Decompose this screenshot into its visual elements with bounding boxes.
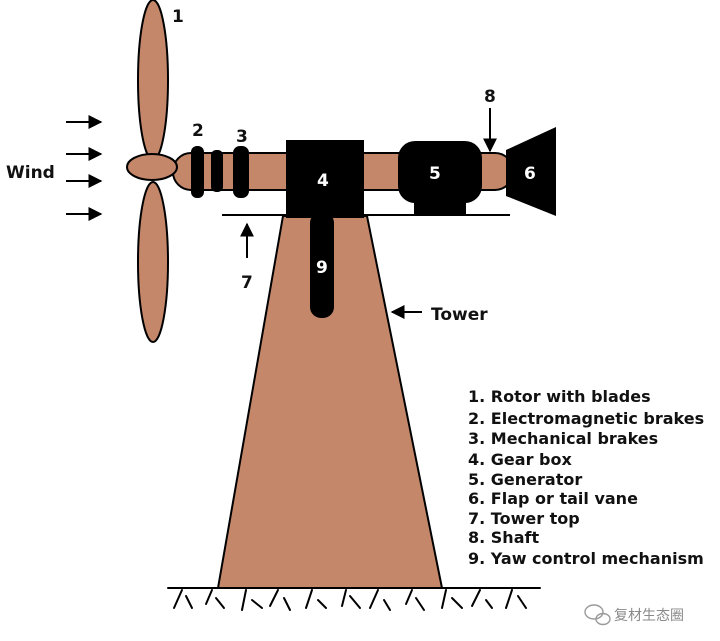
wind-arrows xyxy=(66,115,103,221)
legend-item-3: 3. Mechanical brakes xyxy=(468,429,658,448)
label-4: 4 xyxy=(317,171,329,191)
legend-item-4: 4. Gear box xyxy=(468,450,572,469)
legend-item-6: 6. Flap or tail vane xyxy=(468,489,638,508)
label-8: 8 xyxy=(484,87,496,107)
legend-item-9: 9. Yaw control mechanism xyxy=(468,549,704,568)
electromagnetic-brakes xyxy=(191,146,223,198)
legend-item-5: 5. Generator xyxy=(468,470,582,489)
tower-label: Tower xyxy=(431,305,488,325)
watermark-text: 复材生态圈 xyxy=(614,607,684,624)
blade-top xyxy=(137,0,169,161)
legend: 1. Rotor with blades 2. Electromagnetic … xyxy=(468,387,704,568)
label-1: 1 xyxy=(172,7,184,27)
legend-item-8: 8. Shaft xyxy=(468,528,539,547)
watermark: 复材生态圈 xyxy=(584,604,684,626)
label-3: 3 xyxy=(236,127,248,147)
label-7: 7 xyxy=(241,273,253,293)
label-6: 6 xyxy=(524,164,536,184)
label-2: 2 xyxy=(192,121,204,141)
rotor-hub xyxy=(126,153,178,181)
ground xyxy=(167,587,541,611)
legend-item-2: 2. Electromagnetic brakes xyxy=(468,409,704,428)
rotor-with-blades xyxy=(126,0,178,343)
legend-item-1: 1. Rotor with blades xyxy=(468,387,651,406)
mechanical-brakes xyxy=(233,146,249,198)
blade-bottom xyxy=(137,181,169,343)
label-5: 5 xyxy=(429,164,441,184)
wind-label: Wind xyxy=(6,163,55,183)
legend-item-7: 7. Tower top xyxy=(468,509,580,528)
label-9: 9 xyxy=(316,258,328,278)
gear-box xyxy=(286,140,364,218)
generator xyxy=(398,141,482,216)
yaw-control-mechanism xyxy=(310,212,334,318)
wechat-icon xyxy=(584,604,611,626)
tail-vane xyxy=(506,127,556,216)
